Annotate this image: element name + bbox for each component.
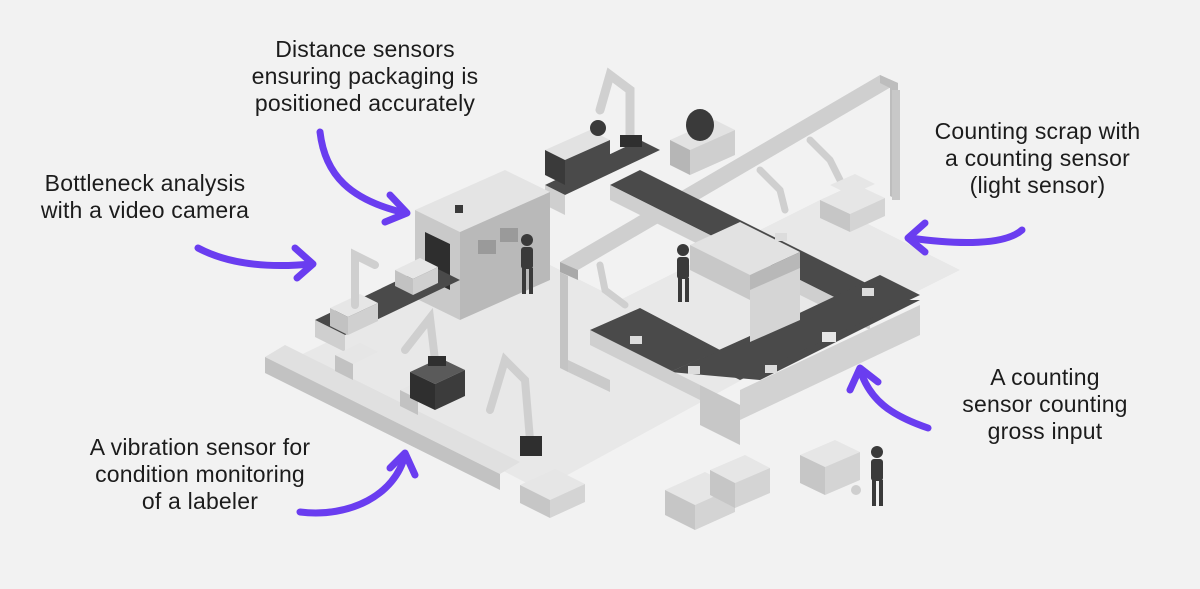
callout-line: Bottleneck analysis xyxy=(44,170,246,196)
overhead-gantry xyxy=(560,75,900,392)
arrow-vibration xyxy=(296,449,419,517)
workers xyxy=(521,234,883,506)
pallet-bottom-right xyxy=(800,440,860,495)
callout-line: condition monitoring xyxy=(95,461,305,487)
arrow-bottleneck xyxy=(194,244,317,282)
callout-arrows xyxy=(194,128,1026,517)
callout-gross-input: A counting sensor counting gross input xyxy=(925,364,1165,445)
callout-line: Counting scrap with xyxy=(934,118,1141,144)
callout-line: of a labeler xyxy=(141,488,259,514)
worker-right xyxy=(677,244,689,302)
callout-line: positioned accurately xyxy=(254,90,476,116)
inspection-machine xyxy=(415,170,550,320)
pallets xyxy=(520,174,885,530)
callout-line: sensor counting xyxy=(962,391,1128,417)
pallet-bottom-center xyxy=(665,455,770,530)
top-machines xyxy=(545,67,735,185)
callout-line: Distance sensors xyxy=(275,36,455,62)
callout-line: A vibration sensor for xyxy=(89,434,311,460)
worker-pallet-jack xyxy=(851,446,883,506)
arrow-scrap xyxy=(904,219,1026,256)
pallet-bottom-left xyxy=(520,469,585,518)
callout-line: (light sensor) xyxy=(969,172,1106,198)
callout-line: A counting xyxy=(990,364,1100,390)
callout-bottleneck-analysis: Bottleneck analysis with a video camera xyxy=(20,170,270,224)
right-conveyor-loop xyxy=(590,136,920,445)
pallet-scrap xyxy=(820,174,885,232)
left-conveyor xyxy=(265,248,542,490)
callout-vibration-sensor: A vibration sensor for condition monitor… xyxy=(55,434,345,515)
callout-counting-scrap: Counting scrap with a counting sensor (l… xyxy=(905,118,1170,199)
callout-line: ensuring packaging is xyxy=(251,63,479,89)
arrow-distance xyxy=(316,128,411,226)
callout-line: gross input xyxy=(987,418,1103,444)
arrow-gross xyxy=(846,364,932,432)
callout-line: with a video camera xyxy=(40,197,250,223)
callout-distance-sensors: Distance sensors ensuring packaging is p… xyxy=(215,36,515,117)
worker-center xyxy=(521,234,533,294)
callout-line: a counting sensor xyxy=(945,145,1130,171)
